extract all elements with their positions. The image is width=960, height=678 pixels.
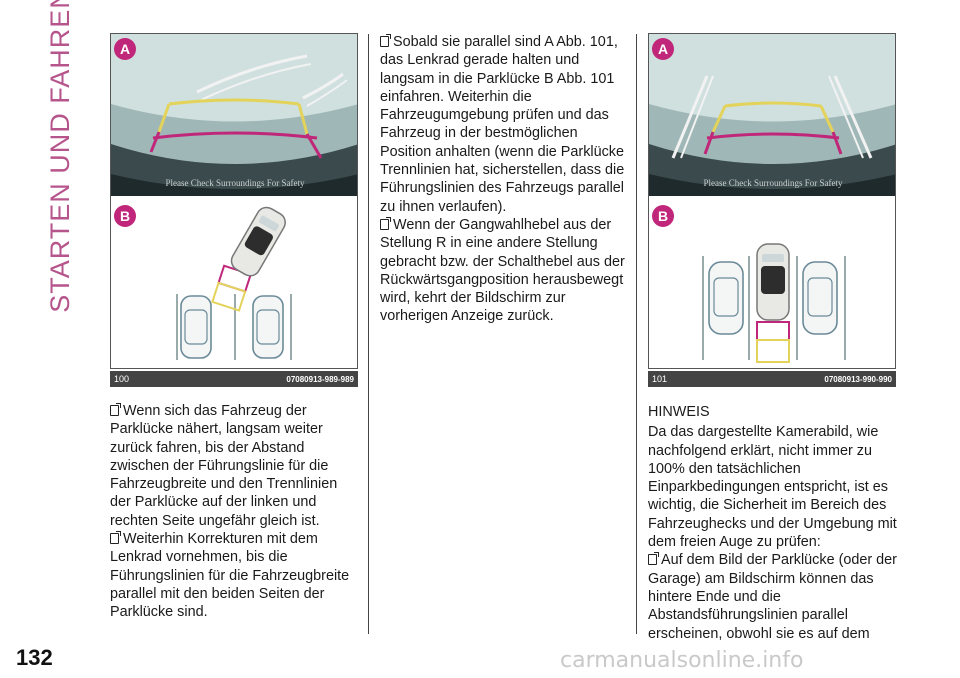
label-b: B	[658, 208, 668, 224]
label-b: B	[120, 208, 130, 224]
bullet-paragraph: Auf dem Bild der Parklücke (oder der Gar…	[648, 552, 897, 642]
figure-number: 100	[114, 374, 130, 384]
bullet-icon	[110, 531, 121, 545]
figure-caption: 100 07080913-989-989	[110, 371, 358, 387]
figure-100: Please Check Surroundings For Safety A B	[110, 33, 358, 389]
column-3-text: HINWEIS Da das dargestellte Kamerabild, …	[648, 403, 898, 643]
figure-frame: Please Check Surroundings For Safety A B	[110, 33, 358, 369]
label-a: A	[120, 41, 130, 57]
figure-101-illustration: Please Check Surroundings For Safety A B	[649, 34, 895, 368]
bullet-icon	[110, 403, 121, 416]
column-1-text: Wenn sich das Fahrzeug der Parklücke näh…	[110, 402, 360, 622]
figure-100-illustration: Please Check Surroundings For Safety A B	[111, 34, 357, 368]
section-title: STARTEN UND FAHREN	[44, 0, 75, 313]
bullet-icon	[648, 552, 659, 566]
figure-101: Please Check Surroundings For Safety A B	[648, 33, 896, 389]
screen-warning-text: Please Check Surroundings For Safety	[166, 178, 305, 188]
column-divider	[368, 34, 369, 634]
figure-code: 07080913-990-990	[824, 374, 892, 384]
screen-warning-text: Please Check Surroundings For Safety	[704, 178, 843, 188]
figure-number: 101	[652, 374, 668, 384]
column-divider	[636, 34, 637, 634]
column-2-text: Sobald sie parallel sind A Abb. 101, das…	[380, 33, 630, 326]
figure-caption: 101 07080913-990-990	[648, 371, 896, 387]
bullet-paragraph: Sobald sie parallel sind A Abb. 101, das…	[380, 34, 625, 215]
bullet-paragraph: Wenn sich das Fahrzeug der Parklücke näh…	[110, 403, 338, 529]
figure-code: 07080913-989-989	[286, 374, 354, 384]
note-title: HINWEIS	[648, 404, 710, 420]
note-paragraph: Da das dargestellte Kamerabild, wie nach…	[648, 424, 897, 551]
bullet-icon	[380, 216, 391, 230]
figure-frame: Please Check Surroundings For Safety A B	[648, 33, 896, 369]
bullet-paragraph: Wenn der Gangwahlhebel aus der Stellung …	[380, 216, 625, 325]
label-a: A	[658, 41, 668, 57]
page-number: 132	[16, 645, 53, 670]
bullet-icon	[380, 34, 391, 47]
watermark: carmanualsonline.info	[560, 648, 804, 673]
bullet-paragraph: Weiterhin Korrekturen mit dem Lenkrad vo…	[110, 531, 350, 621]
